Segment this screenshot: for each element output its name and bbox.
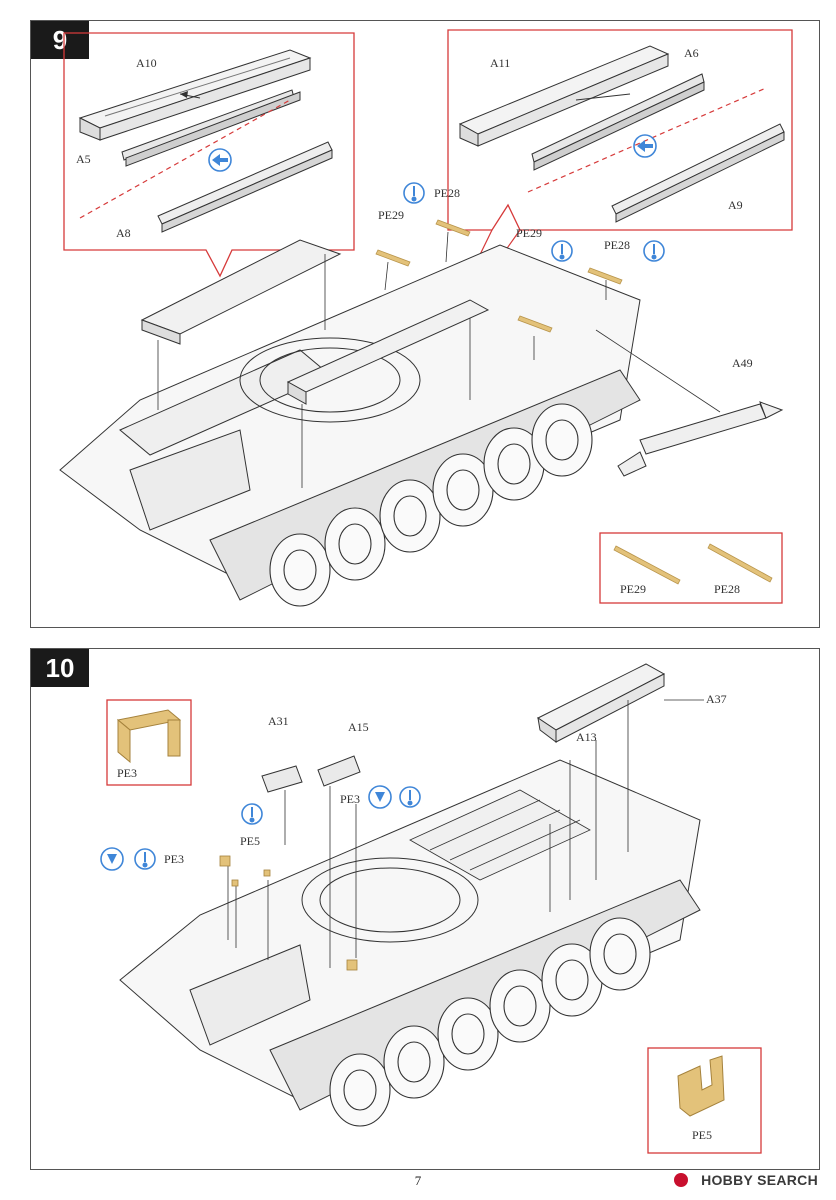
- hobby-search-logo-icon: [674, 1173, 688, 1187]
- part-pe5-large: [677, 1055, 725, 1117]
- part-a11: [458, 45, 670, 147]
- stowage-boxes-step9: [140, 239, 490, 405]
- part-a37: [537, 663, 666, 743]
- label-pe5: PE5: [240, 834, 261, 848]
- label-a15: A15: [348, 720, 369, 734]
- road-wheels-step9: [269, 403, 593, 607]
- pe-legend-step9: [599, 532, 783, 604]
- watermark: HOBBY SEARCH: [701, 1172, 818, 1188]
- pe-strips-step9: [375, 219, 623, 333]
- label-pe5-box: PE5: [692, 1128, 713, 1142]
- part-a9: [611, 123, 785, 223]
- label-a31: A31: [268, 714, 289, 728]
- road-wheels-step10: [329, 917, 651, 1127]
- label-pe3-left: PE3: [164, 852, 185, 866]
- label-a5: A5: [76, 152, 91, 166]
- label-pe28-top: PE28: [434, 186, 461, 200]
- label-pe29-box: PE29: [620, 582, 647, 596]
- part-a5: [121, 89, 301, 167]
- part-a15: [317, 755, 361, 787]
- pin-icon: [551, 240, 573, 262]
- assembly-lines-step10: [227, 699, 704, 968]
- label-pe28-box: PE28: [714, 582, 741, 596]
- pe-pieces-step10: [219, 855, 358, 971]
- label-a9: A9: [728, 198, 743, 212]
- down-arrow-icon: [368, 785, 392, 809]
- label-a13: A13: [576, 730, 597, 744]
- pin-icon: [643, 240, 665, 262]
- label-a37: A37: [706, 692, 727, 706]
- pe5-legend-box: [647, 1047, 762, 1154]
- down-arrow-icon: [100, 847, 124, 871]
- rotate-icon: [633, 134, 657, 158]
- step-10-panel: 10: [30, 648, 820, 1170]
- track-grid-step10: [409, 789, 591, 881]
- callout-left: [63, 32, 355, 278]
- label-pe29-top: PE29: [378, 208, 405, 222]
- pin-icon: [403, 182, 425, 204]
- part-pe3-large: [116, 709, 182, 764]
- pe3-legend-box: [106, 699, 192, 786]
- label-pe3-mid: PE3: [340, 792, 361, 806]
- assembly-lines-step9: [157, 231, 721, 488]
- pin-icon: [241, 803, 263, 825]
- part-a10: [78, 49, 312, 141]
- part-a31: [261, 765, 303, 793]
- label-a11: A11: [490, 56, 511, 70]
- step-10-number: 10: [31, 649, 89, 687]
- part-a49: [617, 401, 784, 477]
- rotate-icon: [208, 148, 232, 172]
- pin-icon: [399, 786, 421, 808]
- part-a8: [157, 141, 333, 233]
- page-number: 7: [414, 1173, 422, 1188]
- pin-icon: [134, 848, 156, 870]
- label-a8: A8: [116, 226, 131, 240]
- label-pe3-box: PE3: [117, 766, 138, 780]
- part-a6: [531, 73, 705, 171]
- label-a10: A10: [136, 56, 157, 70]
- label-pe28-mid: PE28: [604, 238, 631, 252]
- label-a49: A49: [732, 356, 753, 370]
- label-a6: A6: [684, 46, 699, 60]
- label-pe29-mid: PE29: [516, 226, 543, 240]
